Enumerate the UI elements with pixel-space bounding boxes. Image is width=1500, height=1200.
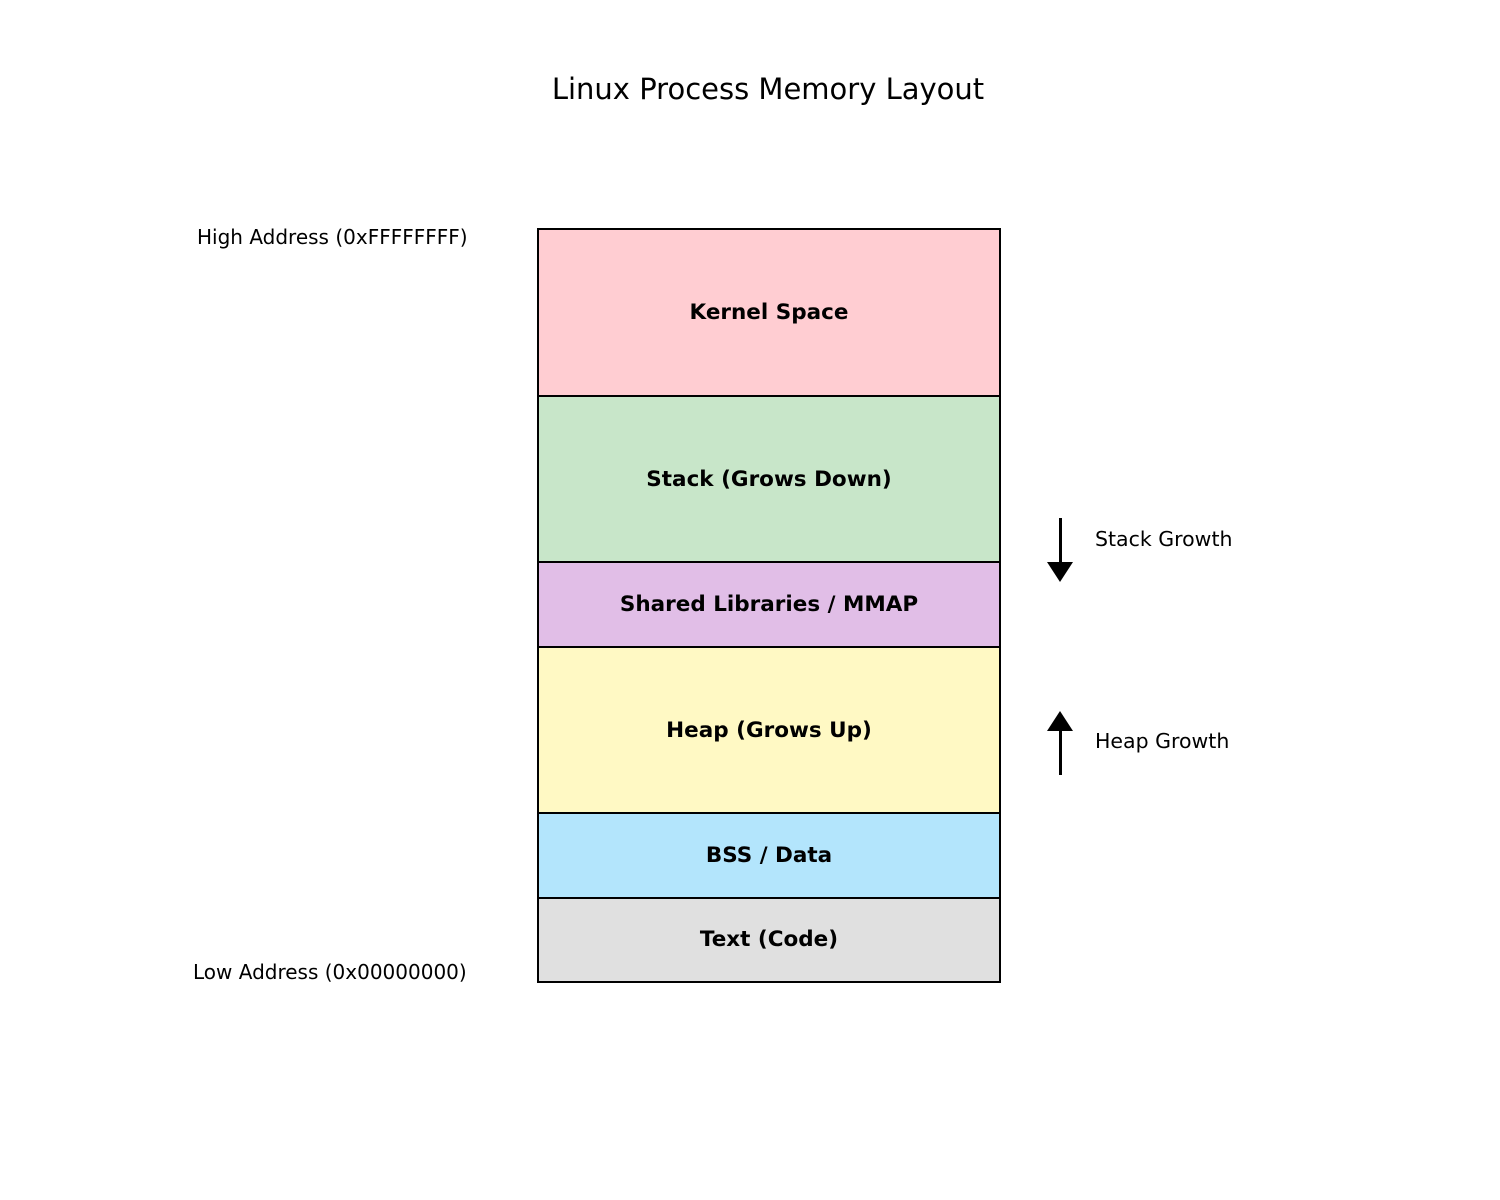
arrow-head-down-icon: [1047, 562, 1073, 582]
segment-kernel-space: Kernel Space: [539, 230, 999, 395]
arrow-line: [1058, 731, 1062, 775]
segment-label-text-code: Text (Code): [699, 927, 839, 953]
heap-growth-label: Heap Growth: [1095, 729, 1230, 753]
segment-text-code: Text (Code): [539, 896, 999, 981]
segment-label-stack: Stack (Grows Down): [646, 466, 892, 492]
segment-label-bss-data: BSS / Data: [705, 843, 833, 868]
figure-title: Linux Process Memory Layout: [551, 72, 985, 106]
stack-growth-label: Stack Growth: [1095, 527, 1233, 551]
heap-growth-arrow-up-icon: [1047, 711, 1073, 775]
arrow-head-up-icon: [1047, 711, 1073, 731]
arrow-line: [1058, 518, 1062, 562]
segment-label-shared-libraries-mmap: Shared Libraries / MMAP: [619, 592, 919, 617]
segment-stack: Stack (Grows Down): [539, 394, 999, 562]
segment-bss-data: BSS / Data: [539, 812, 999, 897]
segment-label-heap: Heap (Grows Up): [666, 717, 872, 743]
segment-heap: Heap (Grows Up): [539, 645, 999, 813]
low-address-label: Low Address (0x00000000): [193, 960, 467, 984]
segment-shared-libraries-mmap: Shared Libraries / MMAP: [539, 561, 999, 646]
memory-layout-box: Kernel Space Stack (Grows Down) Shared L…: [537, 228, 1001, 983]
high-address-label: High Address (0xFFFFFFFF): [197, 225, 468, 249]
segment-label-kernel-space: Kernel Space: [689, 299, 849, 325]
stack-growth-arrow-down-icon: [1047, 518, 1073, 582]
